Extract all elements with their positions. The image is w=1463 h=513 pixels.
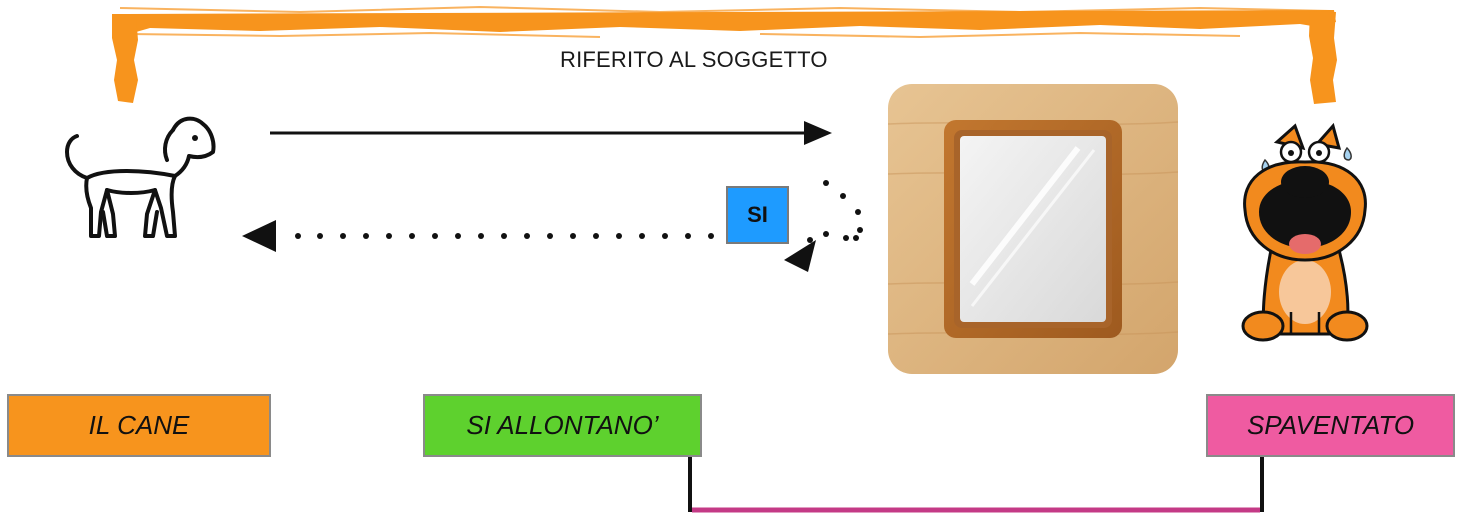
predicative-box: SPAVENTATO <box>1206 394 1455 457</box>
bracket-caption: RIFERITO AL SOGGETTO <box>560 47 828 72</box>
scared-dog-icon <box>1241 122 1369 342</box>
dog-outline-icon <box>65 116 216 238</box>
subject-box: IL CANE <box>7 394 271 457</box>
mirror-icon <box>888 84 1178 374</box>
verb-box: SI ALLONTANO’ <box>423 394 702 457</box>
reflexive-pronoun-badge: SI <box>726 186 789 244</box>
